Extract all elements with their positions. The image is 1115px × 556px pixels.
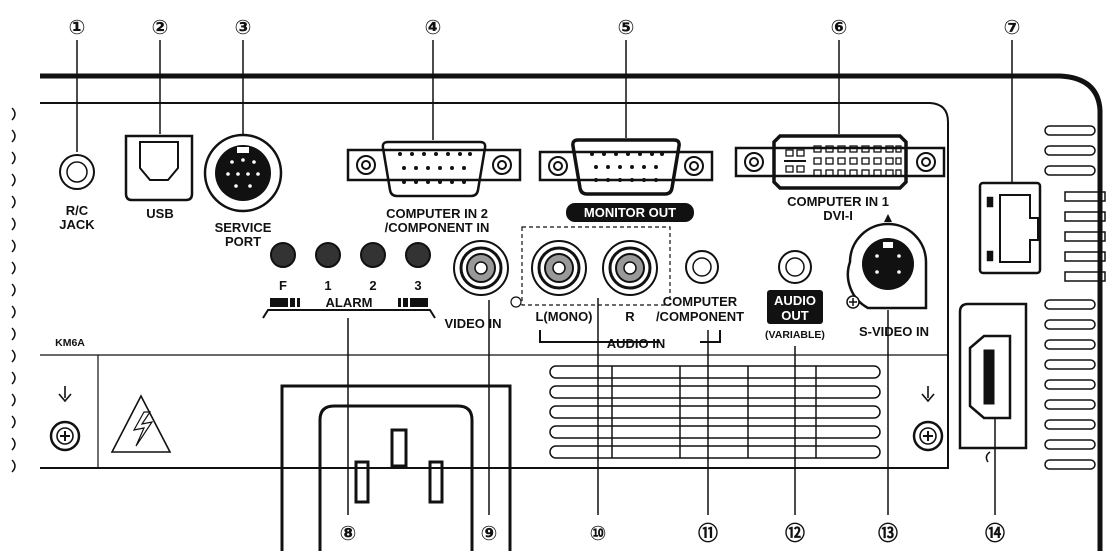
alarm-3-label: 3 bbox=[414, 278, 421, 293]
ac-inlet bbox=[280, 384, 512, 551]
audio-out-badge: AUDIO OUT bbox=[767, 290, 823, 324]
audio-in-l-port[interactable] bbox=[531, 240, 587, 296]
ground-screw-left bbox=[49, 386, 81, 452]
rc-jack-port[interactable] bbox=[59, 154, 95, 190]
port-label: PORT bbox=[225, 234, 261, 249]
audio-label: AUDIO bbox=[774, 293, 816, 308]
ground-screw-right bbox=[912, 386, 944, 452]
lan-port[interactable] bbox=[978, 181, 1042, 275]
right-vent-slots bbox=[1044, 125, 1106, 470]
callout-6: ⑥ bbox=[831, 15, 848, 39]
variable-label: (VARIABLE) bbox=[765, 329, 825, 341]
r-label: R bbox=[625, 309, 635, 324]
l-mono-label: L(MONO) bbox=[535, 309, 592, 324]
alarm-leds bbox=[270, 242, 431, 268]
callout-7: ⑦ bbox=[1004, 15, 1021, 39]
s-video-in-port[interactable] bbox=[846, 222, 928, 310]
bottom-vent bbox=[549, 365, 881, 459]
component-label: /COMPONENT bbox=[656, 309, 744, 324]
video-in-port[interactable] bbox=[453, 240, 509, 296]
monitor-out-label-badge: MONITOR OUT bbox=[566, 203, 694, 222]
out-label: OUT bbox=[781, 308, 809, 323]
projector-body-outline bbox=[40, 73, 1103, 551]
audio-in-bracket bbox=[539, 330, 721, 343]
callout-leaders bbox=[76, 40, 1013, 515]
high-voltage-warning-icon bbox=[110, 394, 172, 453]
video-in-label: VIDEO IN bbox=[444, 316, 501, 331]
alarm-label: ALARM bbox=[326, 295, 373, 310]
usb-port[interactable] bbox=[124, 134, 194, 202]
monitor-out-label: MONITOR OUT bbox=[584, 205, 676, 220]
callout-5: ⑤ bbox=[618, 15, 635, 39]
computer-label: COMPUTER bbox=[663, 294, 738, 309]
left-vent-edge bbox=[11, 107, 16, 473]
audio-in-screw-icon bbox=[510, 296, 522, 308]
computer-in2-label: COMPUTER IN 2 bbox=[386, 206, 488, 221]
callout-4: ④ bbox=[425, 15, 442, 39]
model-label: KM6A bbox=[55, 337, 85, 349]
alarm-bar bbox=[262, 298, 436, 319]
s-video-arrow-icon bbox=[884, 214, 892, 222]
dvi-label: DVI-I bbox=[823, 208, 853, 223]
callout-14: ⑭ bbox=[985, 521, 1005, 545]
audio-in-label: AUDIO IN bbox=[607, 336, 666, 351]
audio-in-r-port[interactable] bbox=[602, 240, 658, 296]
hdmi-port[interactable] bbox=[958, 302, 1028, 463]
callout-11: ⑪ bbox=[698, 521, 718, 545]
callout-9: ⑨ bbox=[481, 521, 498, 545]
component-in-label: /COMPONENT IN bbox=[385, 220, 490, 235]
computer-component-audio-port[interactable] bbox=[685, 250, 719, 284]
audio-in-box bbox=[521, 226, 671, 306]
callout-2: ② bbox=[152, 15, 169, 39]
alarm-2-label: 2 bbox=[369, 278, 376, 293]
service-label: SERVICE bbox=[215, 220, 272, 235]
rc-label: R/C bbox=[66, 203, 89, 218]
callout-10: ⑩ bbox=[590, 521, 607, 545]
callout-8: ⑧ bbox=[340, 521, 357, 545]
audio-out-port[interactable] bbox=[778, 250, 812, 284]
terminal-panel bbox=[40, 102, 949, 469]
callout-13: ⑬ bbox=[878, 521, 898, 545]
callout-12: ⑫ bbox=[785, 521, 805, 545]
computer-in1-label: COMPUTER IN 1 bbox=[787, 194, 889, 209]
computer-in-2-port[interactable] bbox=[346, 140, 522, 198]
dvi-port[interactable] bbox=[734, 134, 946, 190]
callout-1: ① bbox=[69, 15, 86, 39]
s-video-in-label: S-VIDEO IN bbox=[859, 324, 929, 339]
callout-3: ③ bbox=[235, 15, 252, 39]
jack-label: JACK bbox=[59, 217, 95, 232]
monitor-out-port[interactable] bbox=[538, 138, 714, 196]
usb-label: USB bbox=[146, 206, 173, 221]
alarm-1-label: 1 bbox=[324, 278, 331, 293]
service-port[interactable] bbox=[203, 133, 283, 213]
alarm-f-label: F bbox=[279, 278, 287, 293]
